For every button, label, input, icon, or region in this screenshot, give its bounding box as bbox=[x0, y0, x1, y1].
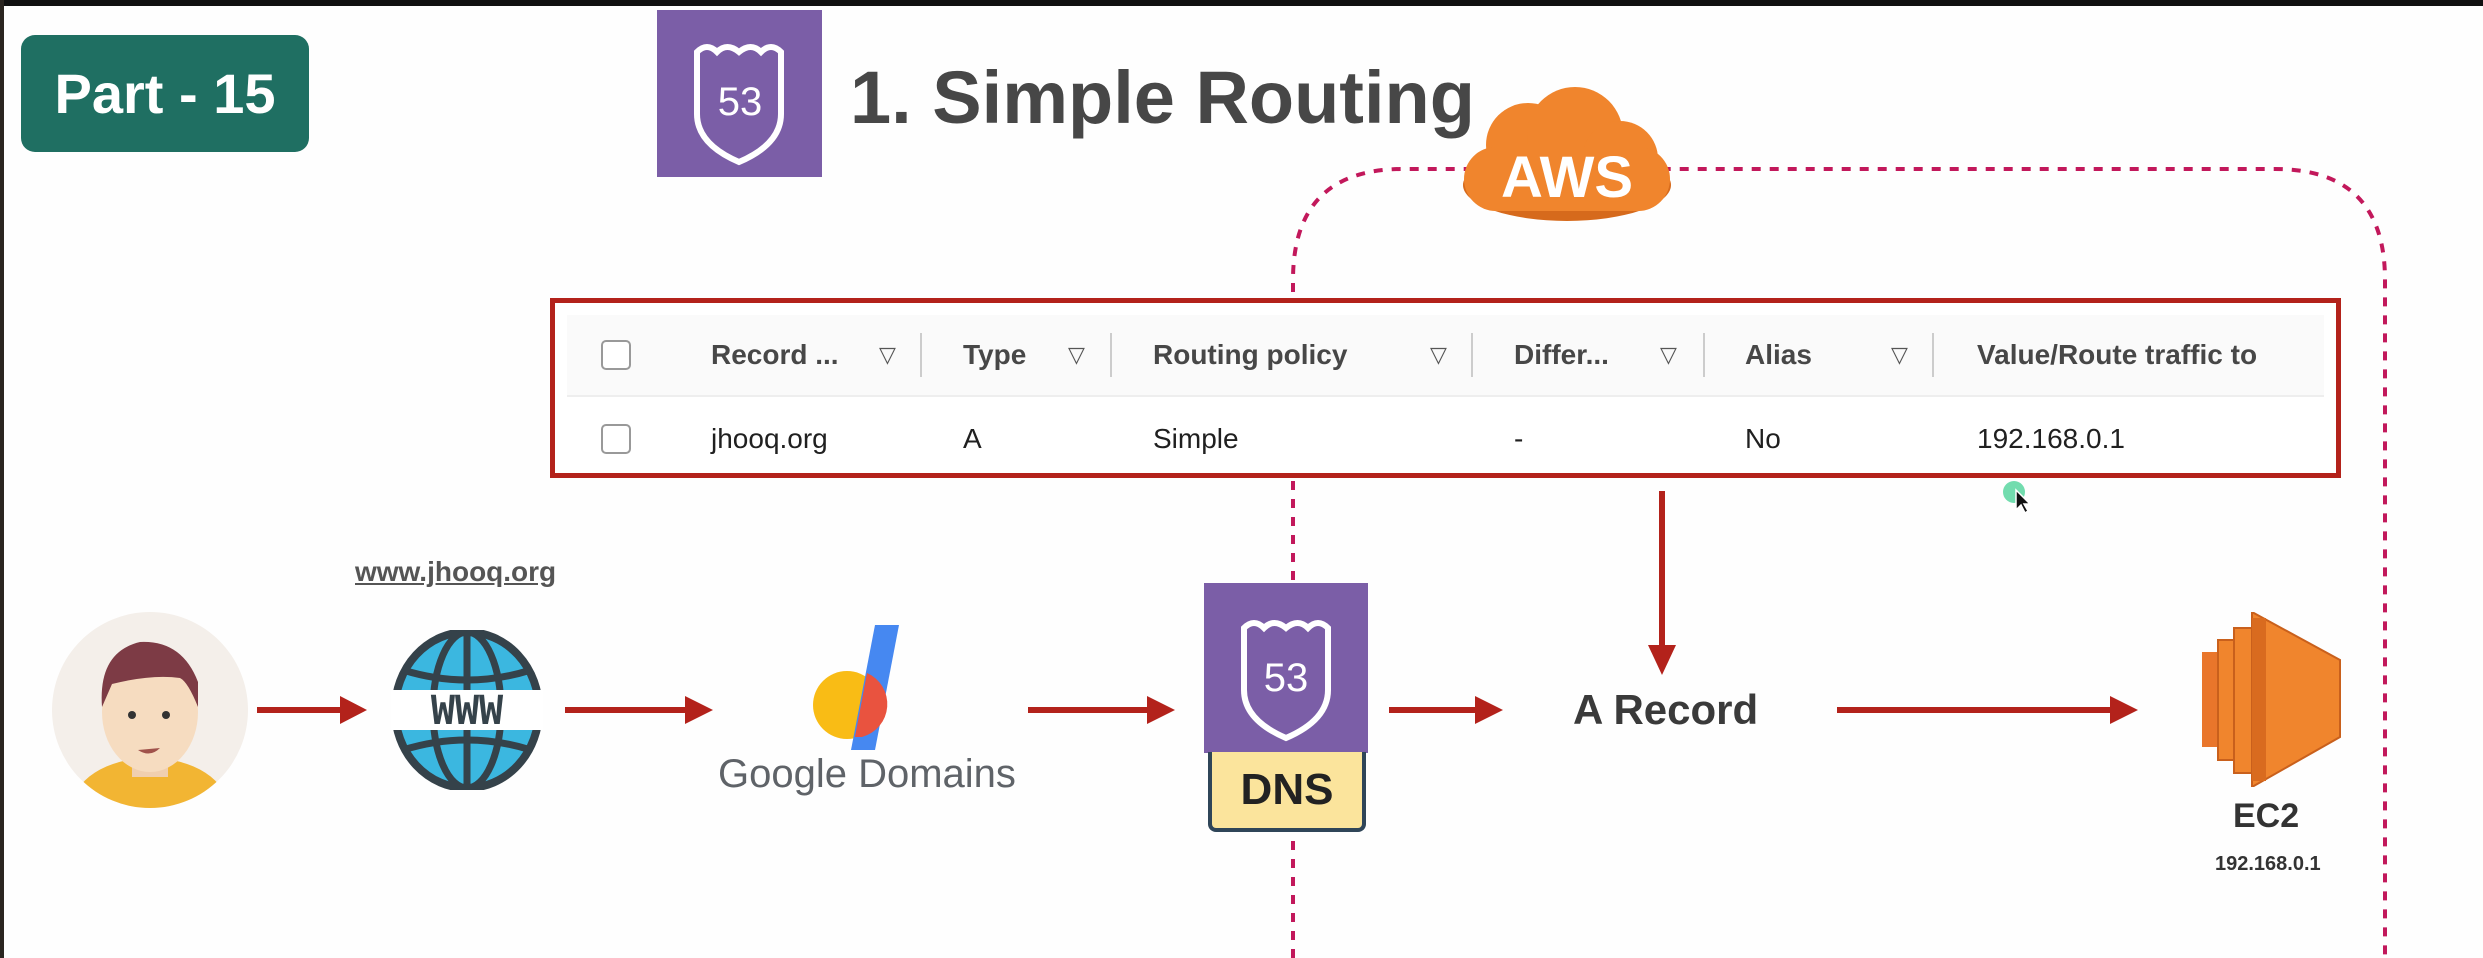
arrowhead bbox=[1648, 645, 1676, 675]
column-divider[interactable] bbox=[1703, 333, 1705, 377]
ec2-ip-label: 192.168.0.1 bbox=[2215, 853, 2321, 875]
aws-boundary bbox=[1291, 167, 2387, 958]
filter-icon[interactable]: ▽ bbox=[1430, 342, 1447, 367]
column-divider[interactable] bbox=[1471, 333, 1473, 377]
left-frame-edge bbox=[0, 0, 4, 958]
domain-url-label: www.jhooq.org bbox=[355, 556, 557, 587]
cell-alias: No bbox=[1745, 423, 1781, 454]
filter-icon[interactable]: ▽ bbox=[1660, 342, 1677, 367]
records-table: Record ... ▽ Type ▽ Routing policy ▽ Dif… bbox=[550, 298, 2341, 478]
header-value[interactable]: Value/Route traffic to bbox=[1977, 339, 2258, 370]
ec2-icon bbox=[2202, 612, 2341, 787]
cell-record-name[interactable]: jhooq.org bbox=[711, 423, 828, 454]
cell-differentiator: - bbox=[1514, 423, 1524, 454]
header-differentiator[interactable]: Differ... bbox=[1514, 339, 1609, 370]
table-header-row bbox=[567, 315, 2324, 397]
mouse-cursor-icon bbox=[2003, 481, 2032, 515]
header-routing-policy[interactable]: Routing policy bbox=[1153, 339, 1348, 370]
cell-value: 192.168.0.1 bbox=[1977, 423, 2125, 454]
route53-icon: 53 bbox=[657, 10, 822, 177]
cell-type: A bbox=[963, 423, 982, 454]
filter-icon[interactable]: ▽ bbox=[879, 342, 896, 367]
header-alias[interactable]: Alias bbox=[1745, 339, 1812, 370]
filter-icon[interactable]: ▽ bbox=[1068, 342, 1085, 367]
filter-icon[interactable]: ▽ bbox=[1891, 342, 1908, 367]
row-checkbox[interactable] bbox=[601, 424, 631, 454]
svg-text:WWW: WWW bbox=[431, 688, 504, 734]
route53-dns-icon: 53 bbox=[1204, 583, 1368, 753]
page-title: 1. Simple Routing bbox=[850, 56, 1475, 139]
google-domains-label: Google Domains bbox=[718, 752, 1016, 796]
www-globe-icon: WWW bbox=[391, 630, 543, 790]
google-domains-logo bbox=[813, 625, 899, 750]
svg-text:AWS: AWS bbox=[1501, 145, 1633, 210]
top-frame-edge bbox=[0, 0, 2483, 6]
user-avatar-icon bbox=[52, 612, 248, 808]
svg-text:53: 53 bbox=[1264, 656, 1309, 700]
aws-cloud-icon: AWS bbox=[1463, 87, 1671, 221]
cell-routing-policy: Simple bbox=[1153, 423, 1239, 454]
part-badge: Part - 15 bbox=[21, 35, 309, 152]
header-record-name[interactable]: Record ... bbox=[711, 339, 839, 370]
select-all-checkbox[interactable] bbox=[601, 340, 631, 370]
a-record-label: A Record bbox=[1573, 686, 1759, 733]
dns-label: DNS bbox=[1208, 752, 1366, 832]
header-type[interactable]: Type bbox=[963, 339, 1027, 370]
column-divider[interactable] bbox=[1110, 333, 1112, 377]
svg-text:53: 53 bbox=[718, 80, 763, 124]
column-divider[interactable] bbox=[920, 333, 922, 377]
column-divider[interactable] bbox=[1932, 333, 1934, 377]
ec2-label: EC2 bbox=[2233, 797, 2300, 835]
